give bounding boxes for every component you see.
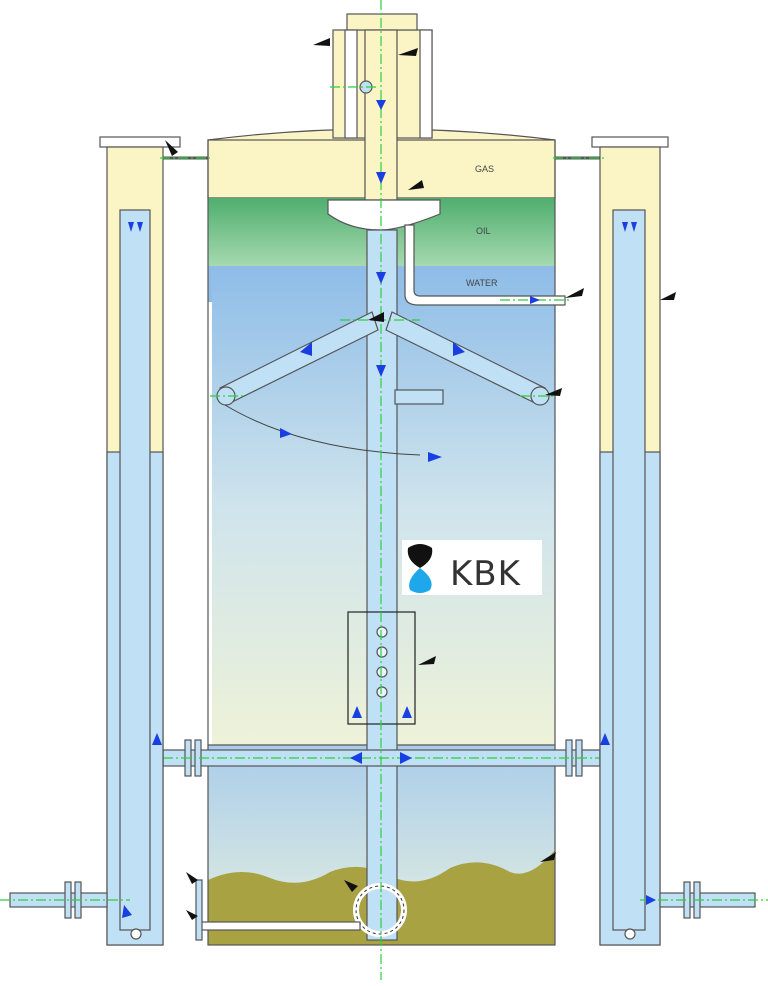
water-label: WATER [466, 278, 498, 288]
oil-label: OIL [476, 226, 491, 236]
arrow-right-icon [453, 342, 465, 356]
arrow-down-icon [376, 100, 386, 110]
arrow-right-icon [280, 428, 292, 438]
arrow-right-icon [428, 452, 442, 462]
svg-text:KBK: KBK [450, 554, 522, 594]
kbk-logo: KBK [402, 540, 542, 595]
leader-pointers [165, 38, 676, 920]
arrow-left-icon [350, 752, 362, 764]
arrow-down-icon [376, 272, 386, 284]
water-outlet-pipe [404, 224, 566, 306]
right-column [553, 136, 768, 946]
arrow-up-icon [402, 706, 412, 718]
arrow-up-icon [352, 706, 362, 718]
arrow-down-icon [376, 172, 386, 184]
left-column [0, 136, 210, 946]
gas-label: GAS [475, 164, 494, 174]
arrow-left-icon [300, 342, 312, 356]
arrow-up-icon [152, 733, 162, 745]
arrow-up-icon [600, 733, 610, 745]
distributor-arms [216, 311, 550, 456]
arrow-right-icon [400, 752, 412, 764]
drain-pipe [199, 921, 361, 931]
central-downcomer [366, 229, 398, 941]
arrow-down-icon [376, 365, 386, 377]
flow-arrows [122, 100, 656, 918]
